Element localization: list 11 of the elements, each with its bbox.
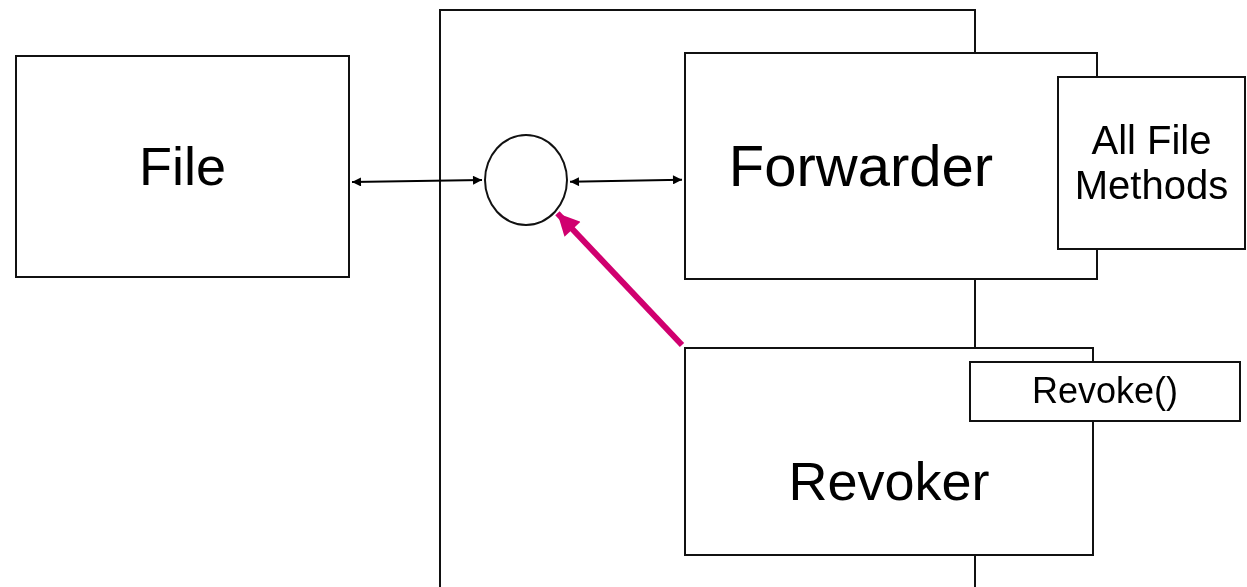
arrow	[555, 211, 685, 348]
node-label: Forwarder	[728, 133, 994, 199]
node-label: All File Methods	[1073, 118, 1230, 208]
node-label: Revoke()	[1031, 371, 1178, 412]
arrow	[351, 175, 483, 187]
arrow	[569, 175, 683, 187]
node-label: File	[139, 136, 226, 197]
node-label: Revoker	[788, 451, 990, 512]
process-box	[1057, 76, 1246, 250]
process-box	[15, 55, 350, 278]
process-box	[969, 361, 1241, 422]
